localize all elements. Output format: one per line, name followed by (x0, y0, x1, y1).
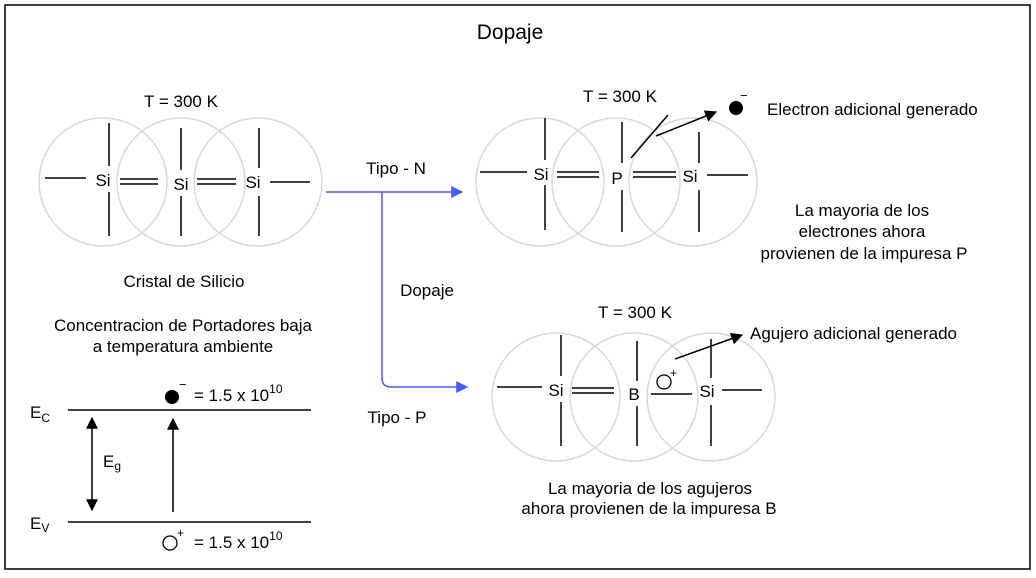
doping-arrows: Tipo - N Dopaje Tipo - P (326, 159, 469, 427)
n-type-note: electrones ahora (799, 222, 926, 241)
n-type-crystal: T = 300 K − Electron adicional generado … (475, 87, 978, 263)
electron-escape-arrow (655, 110, 718, 137)
hole-concentration: = 1.5 x 1010 (194, 529, 283, 552)
atom-orbit (38, 117, 168, 247)
atom-orbit (646, 332, 776, 462)
eg-label: Eg (103, 452, 121, 473)
temperature-label: T = 300 K (598, 303, 673, 322)
atom-label: Si (682, 167, 697, 186)
n-type-note: La mayoria de los (795, 201, 929, 220)
temperature-label: T = 300 K (583, 87, 658, 106)
atom-label: Si (699, 382, 714, 401)
electron-concentration: = 1.5 x 1010 (194, 382, 283, 405)
atom-orbit (628, 117, 758, 247)
p-type-note: La mayoria de los agujeros (548, 479, 752, 498)
electron-sign: − (740, 88, 748, 103)
electron-dot (165, 390, 179, 404)
hole-circle (162, 535, 178, 551)
atom-label: Si (245, 173, 260, 192)
tipo-p-label: Tipo - P (368, 408, 427, 427)
ec-label: EC (30, 403, 50, 425)
atom-orbit (475, 117, 605, 247)
p-type-crystal: T = 300 K + Agujero adicional generado S… (491, 303, 957, 518)
atom-orbit (193, 117, 323, 247)
tipo-n-label: Tipo - N (366, 159, 426, 178)
hole-sign: + (670, 366, 677, 380)
atom-label: B (628, 385, 639, 404)
hole-escape-arrow (674, 332, 744, 360)
tipo-p-arrow (381, 192, 469, 393)
silicon-crystal: T = 300 K Si Si Si Cristal de Silicio Co… (38, 92, 323, 356)
n-type-note: provienen de la impuresa P (761, 244, 968, 263)
atom-label: Si (95, 171, 110, 190)
electron-escape-line (630, 114, 669, 159)
hole-circle (656, 374, 672, 390)
crystal-caption: Cristal de Silicio (124, 272, 245, 291)
atom-label: Si (533, 165, 548, 184)
concentration-text: Concentracion de Portadores baja (54, 316, 313, 335)
hole-sign: + (177, 526, 184, 540)
atom-label: Si (173, 175, 188, 194)
electron-dot (729, 101, 743, 115)
ev-label: EV (30, 514, 49, 535)
extra-electron-label: Electron adicional generado (767, 100, 978, 119)
atom-orbit (491, 332, 621, 462)
atom-label: P (611, 169, 622, 188)
atom-orbit (116, 117, 246, 247)
electron-sign: − (179, 377, 187, 392)
atom-orbit (551, 117, 681, 247)
band-diagram: EC EV Eg − = 1.5 x 1010 + = 1.5 x 1010 (30, 377, 311, 552)
temperature-label: T = 300 K (144, 92, 219, 111)
p-type-note: ahora provienen de la impuresa B (521, 499, 776, 518)
concentration-text: a temperatura ambiente (93, 337, 274, 356)
diagram-frame (4, 4, 1031, 570)
atom-label: Si (548, 381, 563, 400)
extra-hole-label: Agujero adicional generado (750, 324, 957, 343)
atom-orbit (569, 332, 699, 462)
dopaje-label: Dopaje (400, 281, 454, 300)
diagram-title: Dopaje (477, 21, 544, 44)
